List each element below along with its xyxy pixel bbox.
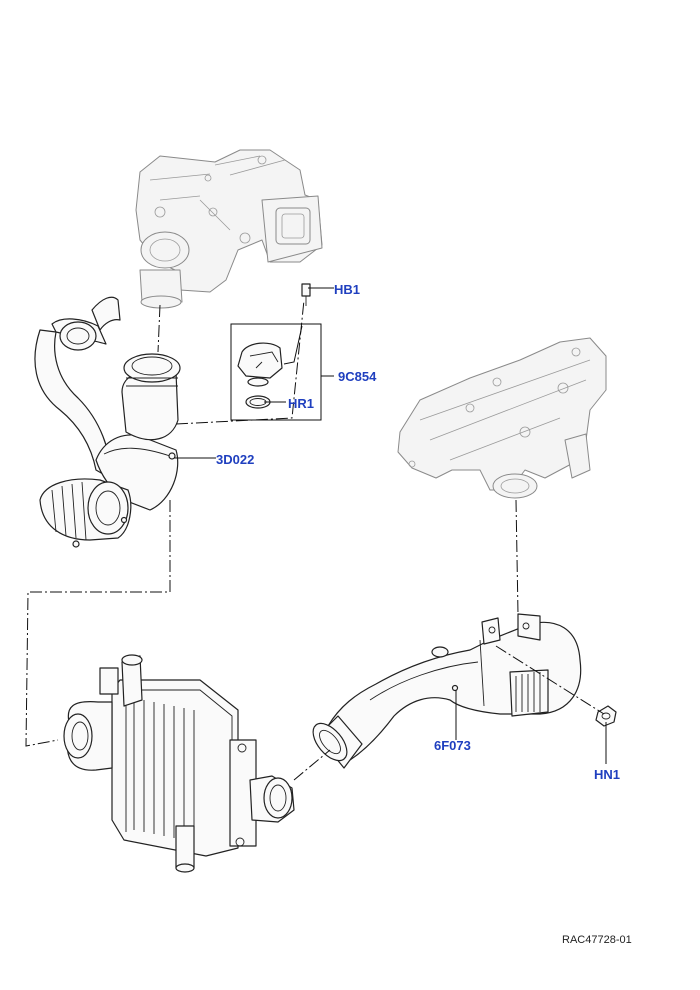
nut-hn1	[595, 705, 617, 727]
pipe-6f073	[312, 613, 582, 769]
callout-3d022[interactable]: 3D022	[216, 452, 255, 467]
intercooler	[63, 654, 295, 873]
callout-hn1[interactable]: HN1	[594, 767, 621, 782]
callout-hb1[interactable]: HB1	[334, 282, 361, 297]
callout-6f073[interactable]: 6F073	[434, 738, 471, 753]
intake-manifold	[397, 337, 607, 499]
callout-leaders	[174, 287, 607, 764]
reference-code: RAC47728-01	[562, 934, 632, 946]
sensor-9c854	[230, 283, 322, 421]
hose-3d022	[34, 296, 181, 548]
callout-9c854[interactable]: 9C854	[338, 369, 377, 384]
assembly-lines	[25, 299, 605, 781]
callout-hr1[interactable]: HR1	[288, 396, 315, 411]
turbocharger	[135, 149, 323, 309]
